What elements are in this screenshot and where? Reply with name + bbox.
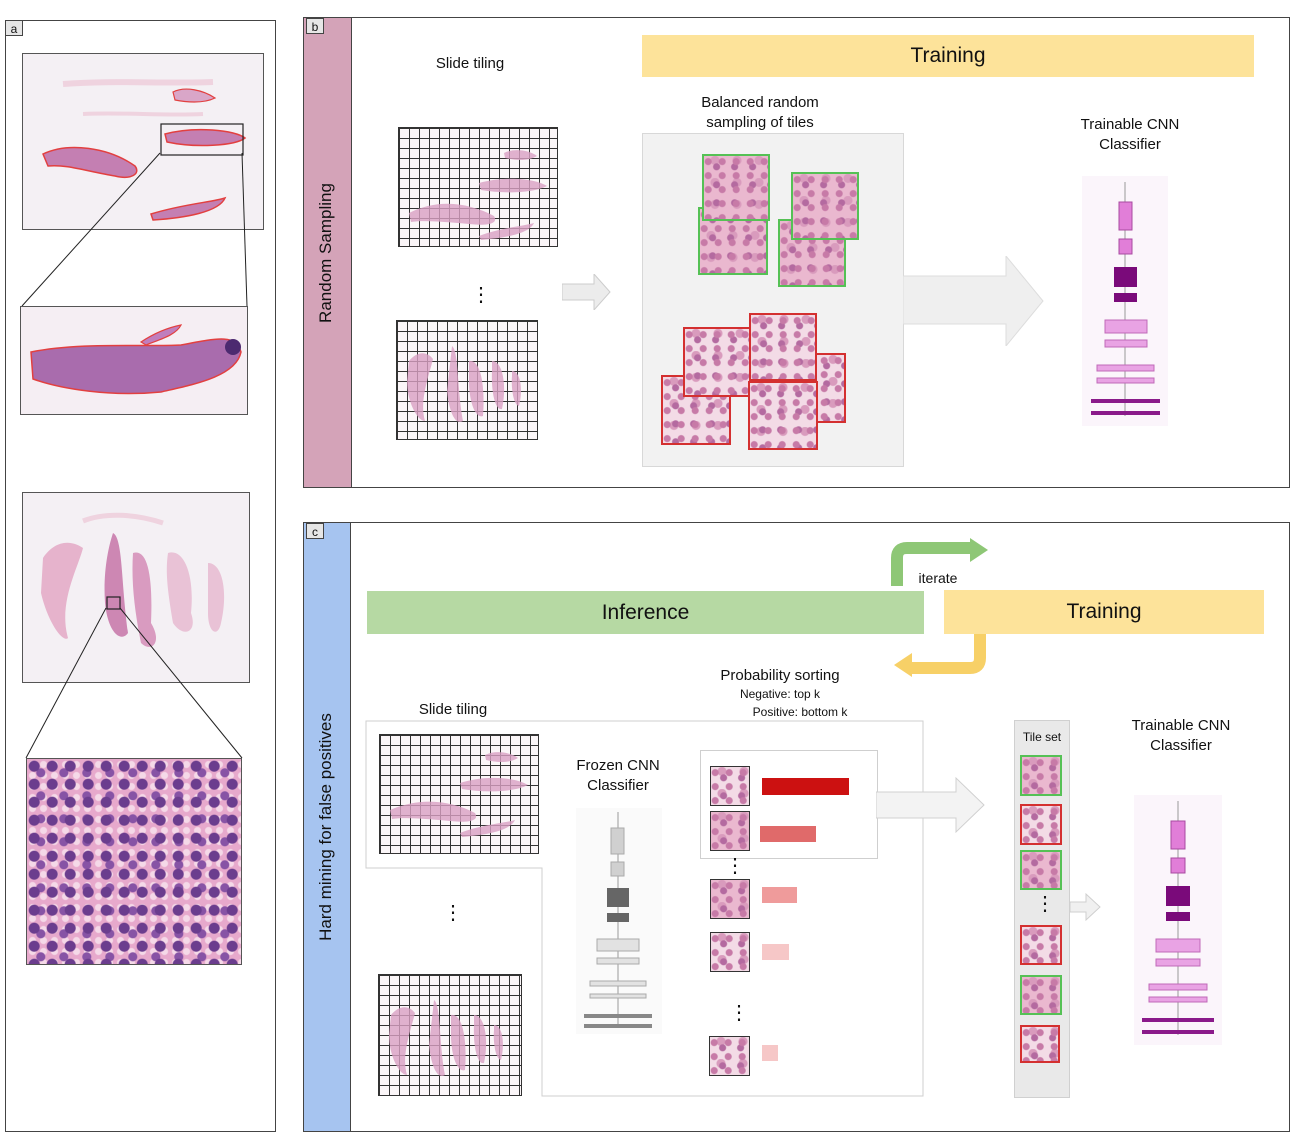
arrow-right-icon [562, 274, 611, 310]
panel-b-balanced-label: Balanced random sampling of tiles [660, 93, 860, 133]
sorted-tile [710, 932, 750, 972]
tiled-slide-tissue-2 [407, 346, 521, 422]
probability-bar [762, 944, 789, 960]
zoom-lines-bottom [25, 607, 243, 759]
sorted-tile [710, 879, 750, 919]
panel-b-side-label: Random Sampling [316, 183, 335, 323]
panel-c-training-banner: Training [944, 590, 1264, 634]
zoom-lines-top [21, 152, 248, 307]
iterate-arrows-icon [891, 538, 988, 677]
tile-set-label: Tile set [1022, 730, 1062, 744]
slide-thumbnail-top [22, 53, 264, 230]
tileset-positive-tile [1020, 925, 1062, 965]
sorted-tile [710, 766, 750, 806]
prob-sorting-positive: Positive: bottom k [752, 705, 848, 719]
tileset-negative-tile [1020, 975, 1062, 1015]
tissue-sketch-top [42, 79, 247, 221]
prob-sorting-negative: Negative: top k [739, 687, 821, 701]
tissue-sketch-bottom [41, 512, 225, 647]
frozen-line-2: Classifier [587, 777, 649, 794]
sorted-tile [710, 811, 750, 851]
prob-sorting-title: Probability sorting [720, 667, 840, 684]
panel-c-tiled-slide-2 [378, 974, 522, 1096]
panel-b-slide-tiling-label: Slide tiling [435, 55, 505, 72]
cnn-c-line-1: Trainable CNN [1131, 717, 1231, 734]
panel-b-tiled-slide-1 [398, 127, 558, 247]
sorted-ellipsis-2: ⋮ [729, 1002, 749, 1024]
tileset-positive-tile [1020, 1025, 1060, 1063]
positive-tile [749, 313, 817, 381]
panel-b-training-banner: Training [642, 35, 1254, 77]
tissue-sketch-strip [30, 324, 242, 395]
probability-bar [762, 1045, 778, 1061]
positive-tile [683, 327, 753, 397]
probability-bar [762, 887, 797, 903]
panel-c-inference-banner: Inference [367, 591, 924, 634]
panel-b-sidebar [304, 18, 352, 487]
positive-tile [748, 381, 818, 450]
big-arrow-right-icon [903, 256, 1044, 346]
slide-zoom-strip [20, 306, 248, 415]
probability-bar [760, 826, 816, 842]
panel-b-tiled-slide-2 [396, 320, 538, 440]
positive-tile [661, 375, 731, 445]
sorted-tile [709, 1036, 750, 1076]
tileset-ellipsis: ⋮ [1035, 893, 1055, 915]
trainable-cnn-diagram-c [1134, 795, 1222, 1045]
tileset-positive-tile [1020, 804, 1062, 845]
trainable-cnn-diagram-b [1082, 176, 1168, 426]
cnn-c-line-2: Classifier [1150, 737, 1212, 754]
frozen-line-1: Frozen CNN [576, 757, 660, 774]
panel-c-tiled-slide-1 [379, 734, 539, 854]
cnn-line-1: Trainable CNN [1080, 116, 1180, 133]
panel-b-ellipsis: ⋮ [471, 284, 491, 306]
panel-b-cnn-label: Trainable CNN Classifier [1060, 115, 1200, 155]
frozen-cnn-diagram [576, 808, 662, 1034]
negative-tile [702, 154, 770, 221]
histology-high-mag [26, 758, 242, 965]
slide-thumbnail-bottom [22, 492, 250, 683]
panel-c-letter: c [306, 523, 324, 539]
frozen-cnn-label: Frozen CNN Classifier [553, 756, 683, 796]
cnn-c-layers [1142, 801, 1214, 1035]
panel-c-sidebar [304, 523, 351, 1131]
balanced-line-1: Balanced random [701, 94, 819, 111]
balanced-line-2: sampling of tiles [706, 114, 814, 131]
cnn-line-2: Classifier [1099, 136, 1161, 153]
panel-b-letter: b [306, 18, 324, 34]
inference-outline [365, 720, 924, 1097]
panel-c-slide-tiling-label: Slide tiling [418, 701, 488, 718]
tiled-slide-tissue-c2 [389, 1000, 503, 1076]
probability-bar [762, 778, 849, 795]
arrow-to-tileset-icon [876, 776, 985, 834]
tileset-negative-tile [1020, 755, 1062, 796]
negative-tile [791, 172, 859, 240]
sorted-ellipsis-1: ⋮ [725, 855, 745, 877]
tiled-slide-tissue [409, 150, 547, 240]
panel-c-cnn-label: Trainable CNN Classifier [1111, 716, 1251, 756]
frozen-cnn-layers [584, 812, 652, 1028]
panel-a-letter: a [5, 20, 23, 36]
cnn-layers [1091, 182, 1160, 416]
tileset-negative-tile [1020, 850, 1062, 890]
arrow-to-cnn-icon [1070, 892, 1101, 922]
iterate-label: iterate [918, 570, 958, 586]
panel-c-ellipsis-slides: ⋮ [443, 902, 463, 924]
tiled-slide-tissue-c1 [390, 752, 528, 837]
panel-c-side-label: Hard mining for false positives [316, 713, 335, 941]
